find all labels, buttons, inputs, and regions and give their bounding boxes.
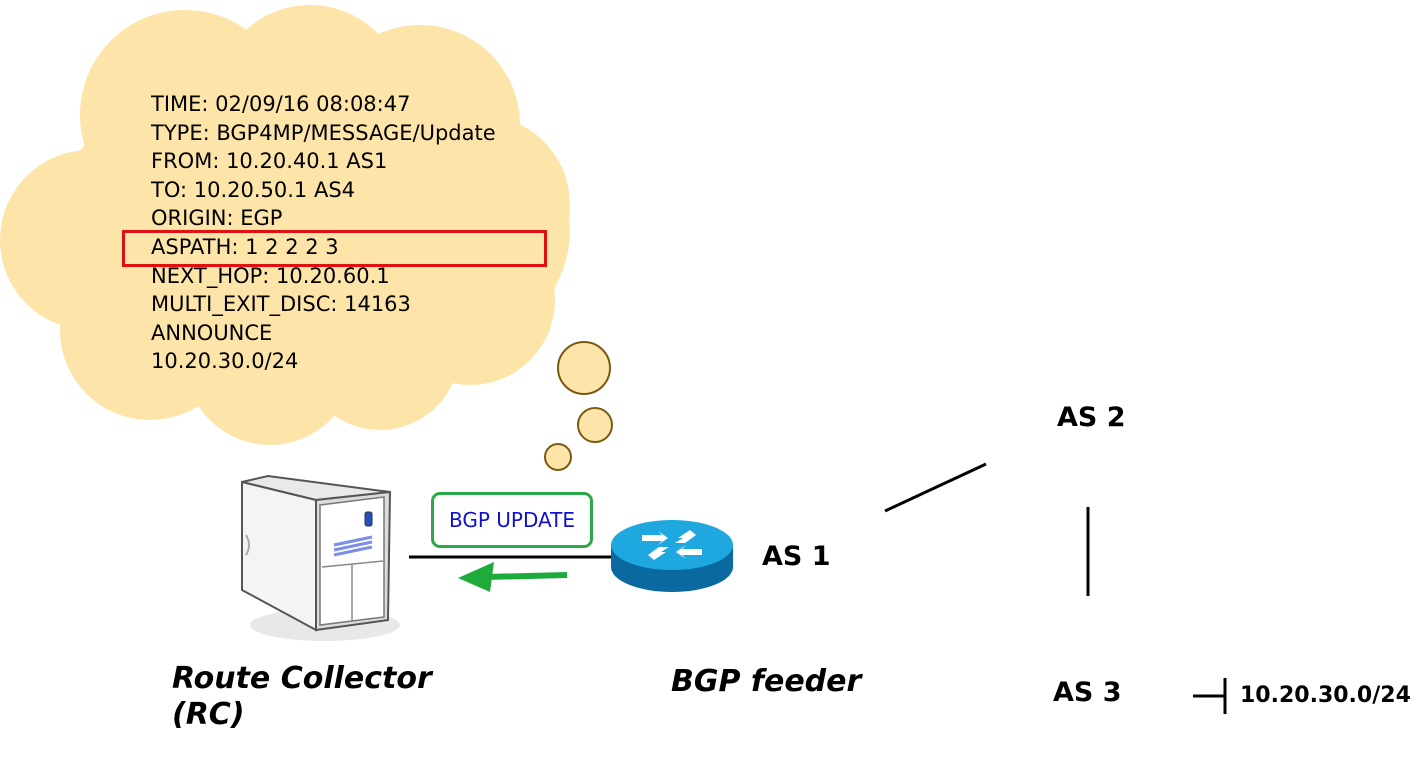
route-collector-line2: (RC): [172, 697, 245, 732]
prefix-label: 10.20.30.0/24: [1240, 683, 1411, 708]
route-collector-caption: Route Collector (RC): [172, 661, 432, 733]
as1-label: AS 1: [762, 541, 831, 572]
record-next-hop: NEXT_HOP: 10.20.60.1: [151, 263, 390, 288]
update-arrow: [458, 562, 568, 592]
record-origin: ORIGIN: EGP: [151, 206, 283, 231]
prefix-stub: [1193, 678, 1227, 714]
record-prefix: 10.20.30.0/24: [151, 349, 299, 374]
record-from: FROM: 10.20.40.1 AS1: [151, 149, 388, 174]
record-time: TIME: 02/09/16 08:08:47: [151, 92, 411, 116]
as2-label: AS 2: [1057, 402, 1126, 433]
server-icon: [241, 474, 400, 641]
router-icon: [611, 520, 733, 592]
as3-label: AS 3: [1053, 677, 1122, 708]
route-collector-line1: Route Collector: [172, 661, 432, 696]
bgp-update-message: BGP UPDATE: [431, 492, 593, 548]
link-as1-as2: [884, 462, 987, 513]
record-aspath: ASPATH: 1 2 2 2 3: [151, 234, 339, 259]
record-to: TO: 10.20.50.1 AS4: [151, 177, 356, 202]
thought-cloud: [0, 5, 613, 471]
record-type: TYPE: BGP4MP/MESSAGE/Update: [151, 120, 496, 145]
aspath-highlight: [122, 230, 547, 267]
bgp-update-label: BGP UPDATE: [448, 508, 575, 532]
bgp-record-text: TIME: 02/09/16 08:08:47 TYPE: BGP4MP/MES…: [151, 90, 496, 376]
bgp-feeder-caption: BGP feeder: [671, 664, 862, 699]
record-announce: ANNOUNCE: [151, 320, 273, 345]
record-med: MULTI_EXIT_DISC: 14163: [151, 292, 411, 317]
